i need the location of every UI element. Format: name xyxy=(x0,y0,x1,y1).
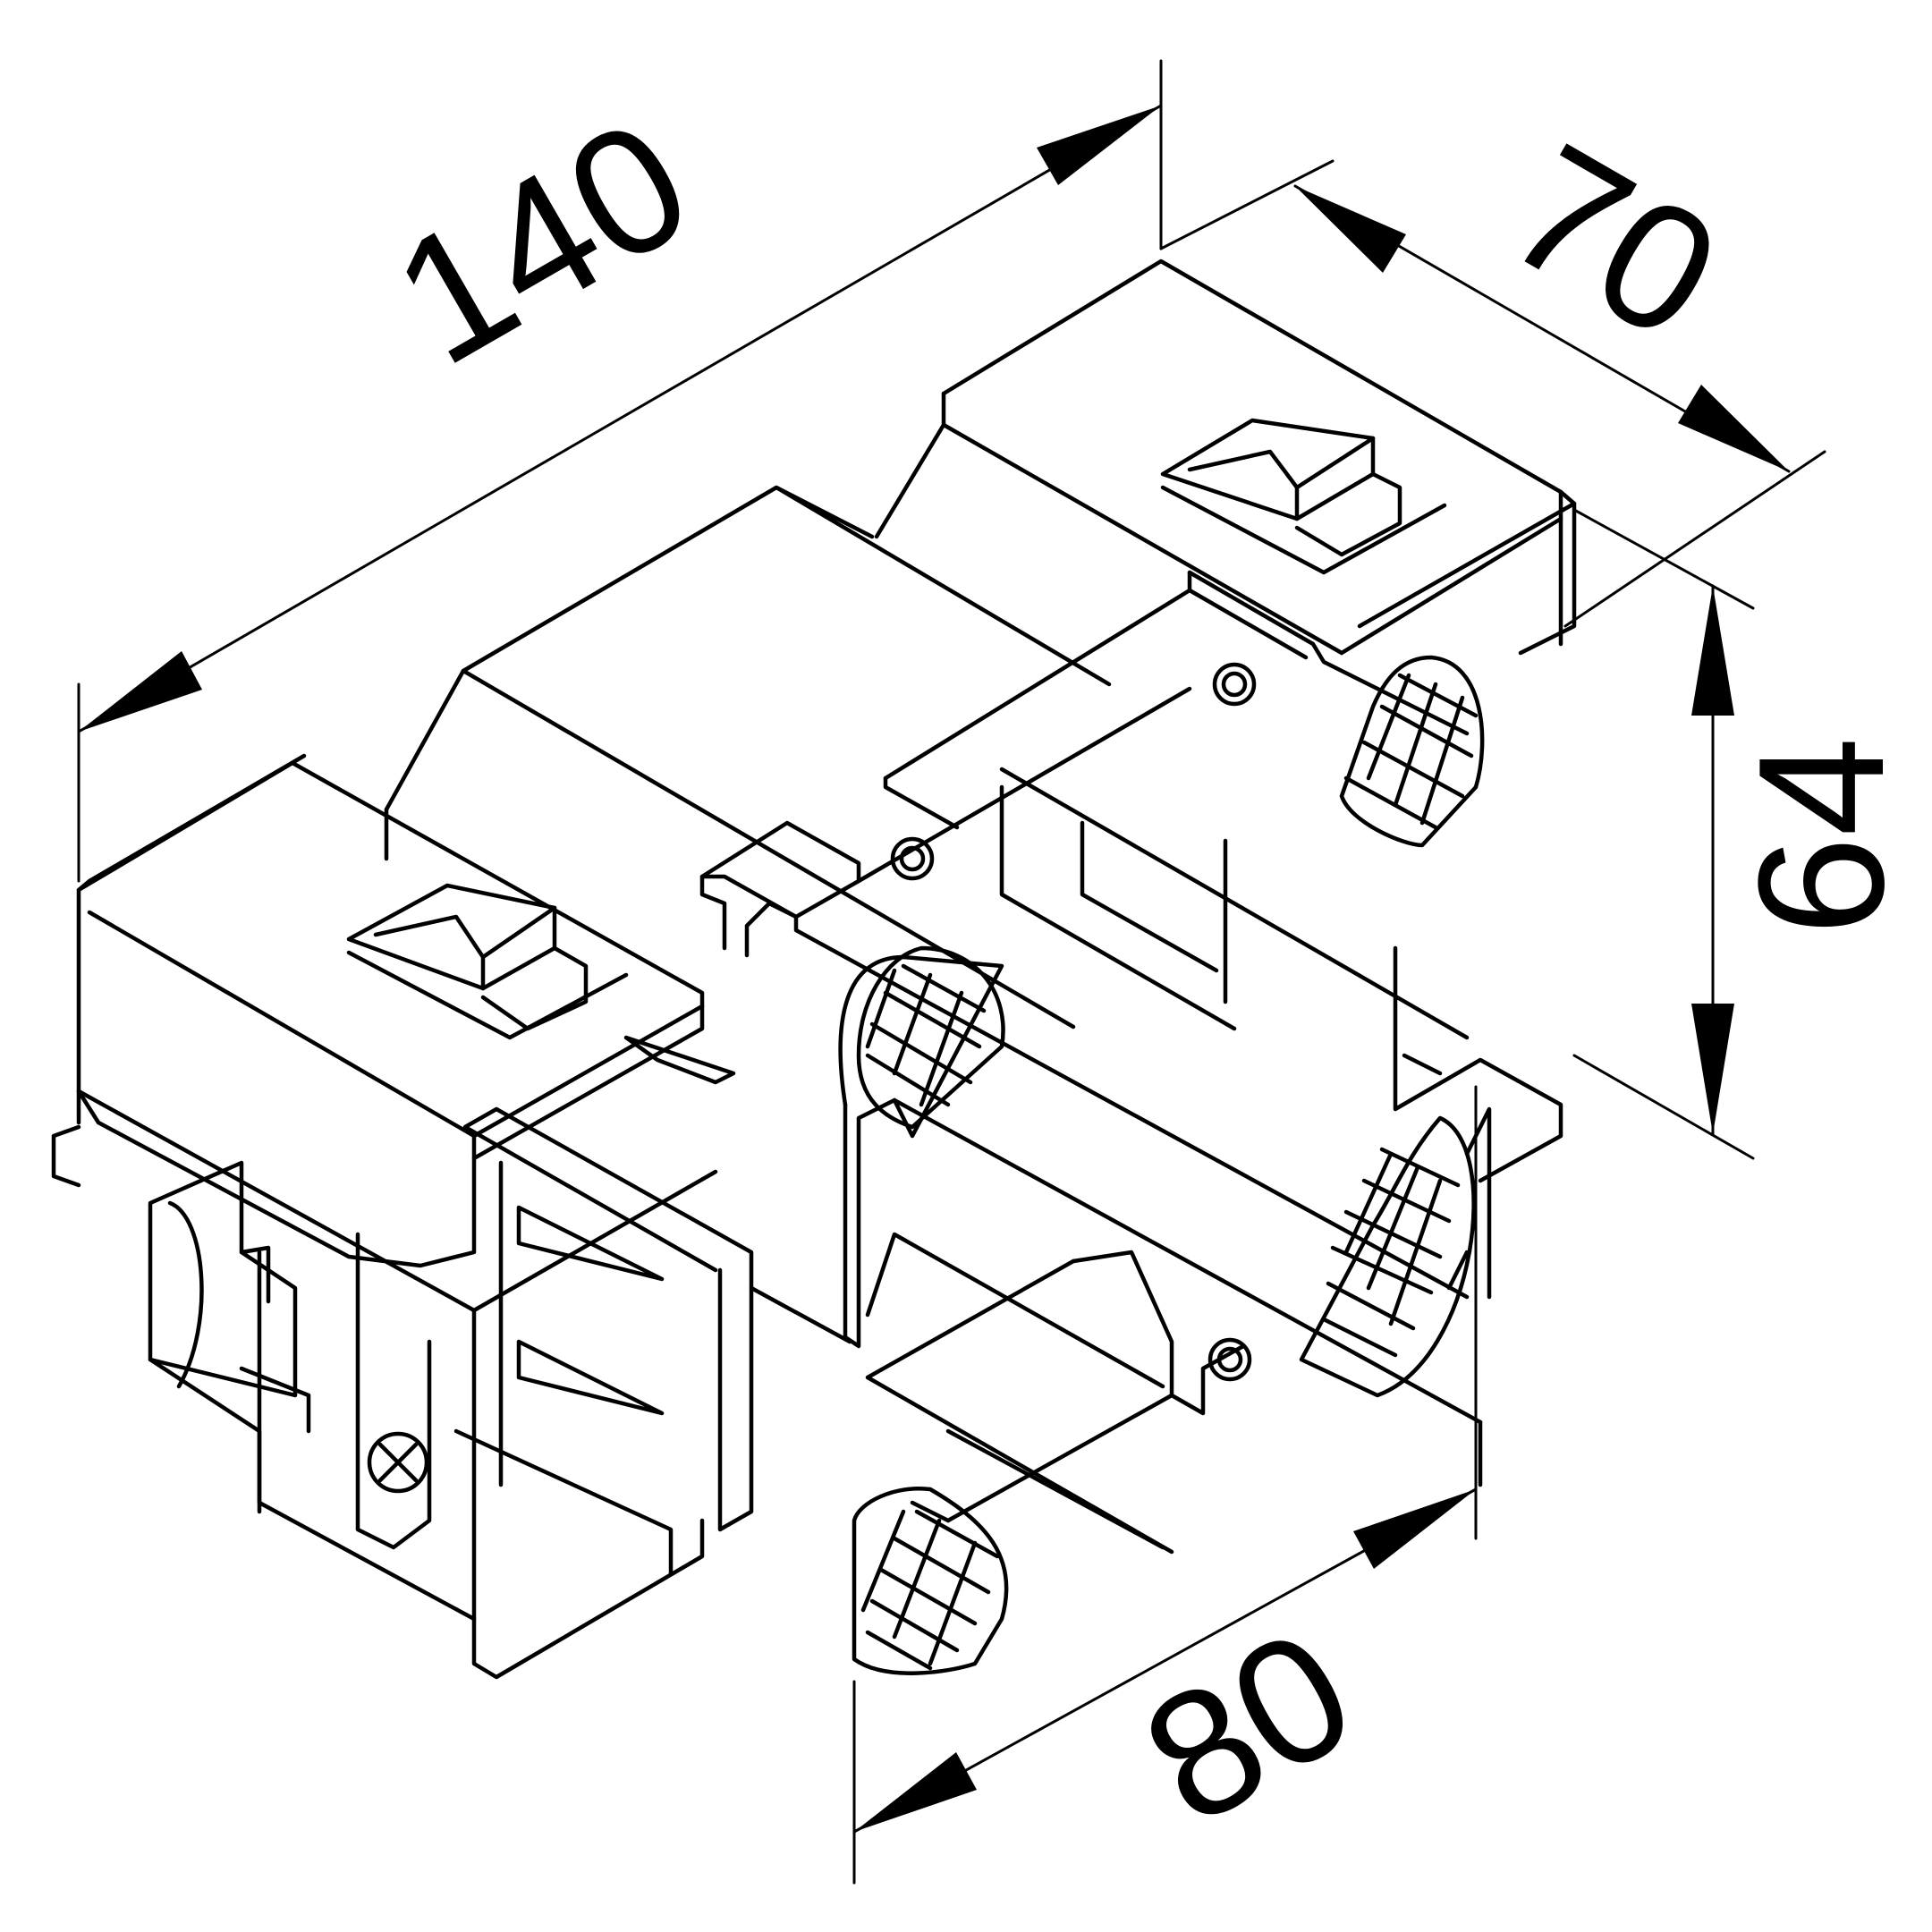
arrowhead-64-bottom xyxy=(1691,1004,1734,1134)
arrowhead-140-left xyxy=(79,651,202,732)
part-body xyxy=(51,258,1577,1680)
label-64: 64 xyxy=(1722,737,1921,936)
arrowhead-80-left xyxy=(854,1752,977,1832)
cross-rail xyxy=(699,570,1470,1300)
label-70: 70 xyxy=(1478,106,1750,377)
dimension-140 xyxy=(77,59,1163,883)
label-140: 140 xyxy=(363,81,721,403)
extension-line-70-left xyxy=(1159,159,1335,250)
lower-step xyxy=(865,1250,1246,1555)
inner-channel xyxy=(999,767,1563,1183)
arrowhead-80-right xyxy=(1353,1489,1476,1569)
right-upper-lobe xyxy=(1339,655,1485,848)
dimension-70 xyxy=(1159,159,1826,628)
arrowhead-140-right xyxy=(1037,106,1161,185)
middle-panel xyxy=(749,954,1483,1487)
slot-tabs xyxy=(453,1035,754,1577)
label-80: 80 xyxy=(1113,1590,1385,1862)
dimension-labels: 140 70 64 80 xyxy=(363,81,1921,1863)
bolt-holes xyxy=(890,662,1257,1382)
extension-line-70-right xyxy=(1563,450,1826,628)
arrowhead-70-left xyxy=(1295,186,1406,273)
right-lower-lobes xyxy=(1299,1106,1492,1398)
arrowhead-70-right xyxy=(1678,385,1789,471)
front-right-lobe xyxy=(852,1486,1009,1675)
extension-line-64-bottom xyxy=(1572,1054,1755,1160)
dimension-64 xyxy=(1572,508,1755,1160)
front-clamp-housing xyxy=(51,753,718,1680)
centre-block xyxy=(384,485,1112,1030)
dimension-80 xyxy=(852,1085,1478,1885)
extension-line-64-top xyxy=(1572,508,1755,610)
left-middle-lobe xyxy=(856,945,1005,1130)
back-clamp-housing xyxy=(874,258,1577,656)
dimension-line-140 xyxy=(77,104,1163,733)
arrowhead-64-top xyxy=(1691,586,1734,716)
